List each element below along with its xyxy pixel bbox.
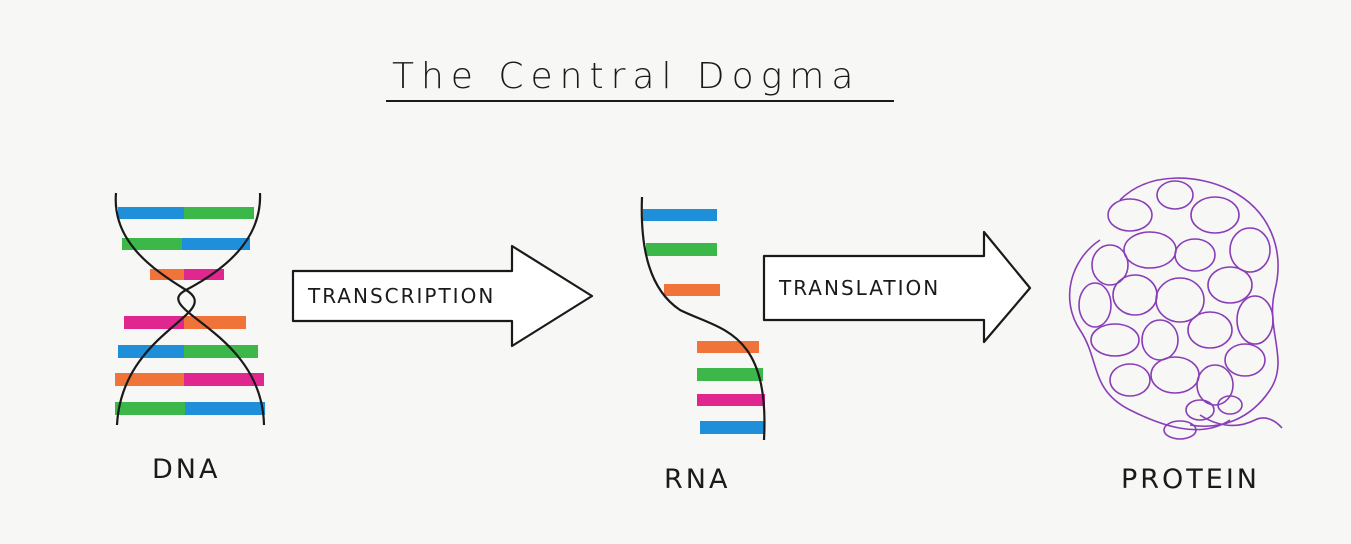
rna-base-1 (643, 209, 717, 221)
translation-label: TRANSLATION (779, 276, 941, 300)
dna-rung-3-left (150, 269, 184, 280)
rna-label: RNA (664, 464, 731, 495)
translation-arrow (762, 230, 1032, 344)
dna-rung-4-right (184, 316, 246, 329)
dna-rung-1-left (118, 207, 184, 219)
dna-rung-7-left (115, 402, 185, 415)
protein-scribble (1068, 177, 1283, 440)
dna-strand-right (177, 192, 266, 426)
rna-base-6 (697, 394, 765, 406)
rna-base-5 (697, 368, 763, 381)
dna-rung-4-left (124, 316, 184, 329)
dna-rung-1-right (184, 207, 254, 219)
dna-rung-7-right (185, 402, 265, 415)
dna-rung-5-right (184, 345, 258, 358)
dna-rung-3-right (184, 269, 224, 280)
transcription-label: TRANSCRIPTION (308, 284, 496, 308)
rna-base-7 (700, 421, 764, 434)
dna-rung-6-left (115, 373, 184, 386)
dna-label: DNA (152, 454, 221, 485)
rna-backbone (640, 196, 766, 441)
dna-rung-5-left (118, 345, 184, 358)
rna-base-2 (646, 243, 717, 256)
diagram-title: The Central Dogma (392, 56, 861, 97)
rna-base-4 (697, 341, 759, 353)
rna-base-3 (664, 284, 720, 296)
protein-label: PROTEIN (1121, 464, 1261, 495)
title-underline (386, 100, 894, 102)
dna-rung-2-left (122, 238, 182, 250)
rna-strand (640, 196, 766, 441)
dna-rung-2-right (182, 238, 250, 250)
dna-helix (114, 192, 266, 426)
dna-strand-left (114, 192, 196, 426)
transcription-arrow (291, 244, 594, 348)
dna-rung-6-right (184, 373, 264, 386)
